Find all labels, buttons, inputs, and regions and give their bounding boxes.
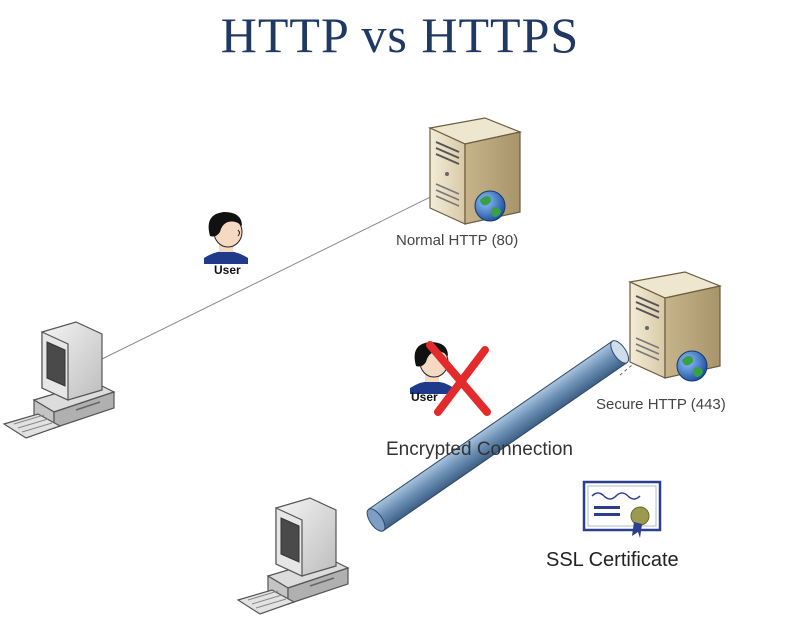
x-mark-icon	[426, 341, 491, 416]
desktop-computer-icon	[3, 321, 115, 439]
globe-icon	[676, 350, 708, 382]
ssl-certificate-label: SSL Certificate	[546, 549, 679, 571]
globe-icon	[474, 190, 506, 222]
encrypted-connection-label: Encrypted Connection	[386, 439, 573, 460]
certificate-icon	[582, 480, 662, 540]
user-icon	[203, 211, 249, 265]
user-label-top: User	[214, 263, 241, 277]
secure-http-label: Secure HTTP (443)	[596, 396, 726, 413]
user-label-middle: User	[411, 390, 438, 404]
http-connection-line	[99, 174, 476, 361]
page-title: HTTP vs HTTPS	[220, 7, 580, 63]
encrypted-tunnel	[366, 340, 630, 532]
desktop-computer-icon	[237, 497, 349, 615]
normal-http-label: Normal HTTP (80)	[396, 232, 519, 249]
